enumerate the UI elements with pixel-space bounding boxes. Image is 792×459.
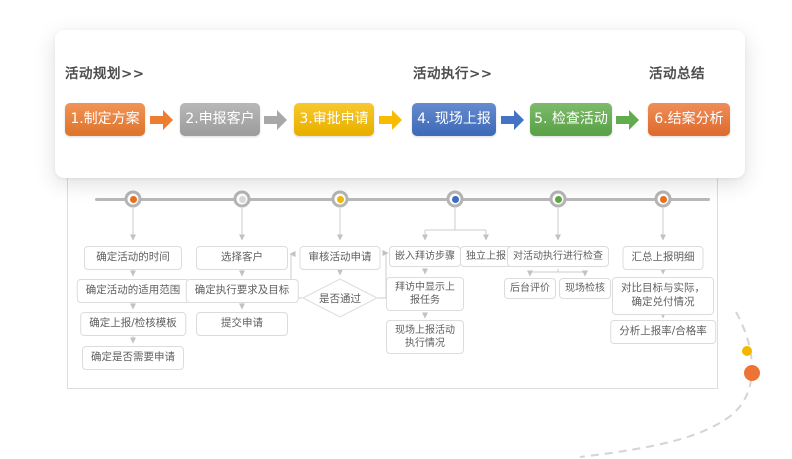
flow-box-c5-r2a: 后台评价 [504,278,556,300]
flow-box-c1-r2: 确定活动的适用范围 [76,279,190,303]
flow-box-c4-r1b: 独立上报 [460,246,512,268]
flow-box-c2-r3: 提交申请 [196,312,288,336]
flow-box-c1-r4: 确定是否需要申请 [82,346,184,370]
flow-box-c4-r1a: 嵌入拜访步骤 [389,246,461,268]
step-box-6: 6.结案分析 [648,103,730,136]
flow-box-c2-r2: 确定执行要求及目标 [185,279,299,303]
flow-box-c2-r1: 选择客户 [196,246,288,270]
flow-box-c4-r2: 拜访中显示上报任务 [386,277,464,312]
flow-box-c1-r1: 确定活动的时间 [84,246,182,270]
step-box-4: 4. 现场上报 [412,103,496,136]
node-dot [659,195,667,203]
flow-box-c4-r3: 现场上报活动执行情况 [386,320,464,355]
flow-box-c6-r3: 分析上报率/合格率 [610,320,716,344]
node-dot [554,195,562,203]
step-arrow-icon-5 [616,110,639,130]
node-dot [238,195,246,203]
node-dot [451,195,459,203]
node-dot [129,195,137,203]
timeline-node-6 [654,190,672,208]
node-dot [336,195,344,203]
step-arrow-icon-4 [501,110,524,130]
phase-label-planning: 活动规划>> [65,66,145,82]
process-card: 活动规划>> 活动执行>> 活动总结 1.制定方案 2.申报客户 3.审批申请 … [55,30,745,178]
timeline-node-3 [331,190,349,208]
timeline-node-2 [233,190,251,208]
step-box-2: 2.申报客户 [180,103,260,136]
flow-box-c5-r2b: 现场检核 [559,278,611,300]
step-arrow-icon-1 [150,110,173,130]
diamond-shape [301,278,379,318]
timeline-node-5 [549,190,567,208]
step-arrow-icon-2 [264,110,287,130]
timeline-node-4 [446,190,464,208]
flow-box-c1-r3: 确定上报/检核模板 [80,312,186,336]
flow-box-c3-r1: 审核活动申请 [299,246,381,270]
decor-dot-small [742,346,752,356]
step-box-5: 5. 检查活动 [530,103,612,136]
phase-label-summary: 活动总结 [649,66,705,82]
flow-box-c5-r1: 对活动执行进行检查 [507,246,609,268]
decision-diamond: 是否通过 [301,278,379,318]
timeline [95,198,710,201]
flow-box-c6-r2: 对比目标与实际，确定兑付情况 [612,277,714,315]
timeline-node-1 [124,190,142,208]
step-box-3: 3.审批申请 [294,103,374,136]
decor-dot-large [744,365,760,381]
phase-label-execution: 活动执行>> [413,66,493,82]
step-arrow-icon-3 [379,110,402,130]
step-box-1: 1.制定方案 [65,103,145,136]
flow-box-c6-r1: 汇总上报明细 [622,246,704,270]
decision-label: 是否通过 [319,292,361,305]
